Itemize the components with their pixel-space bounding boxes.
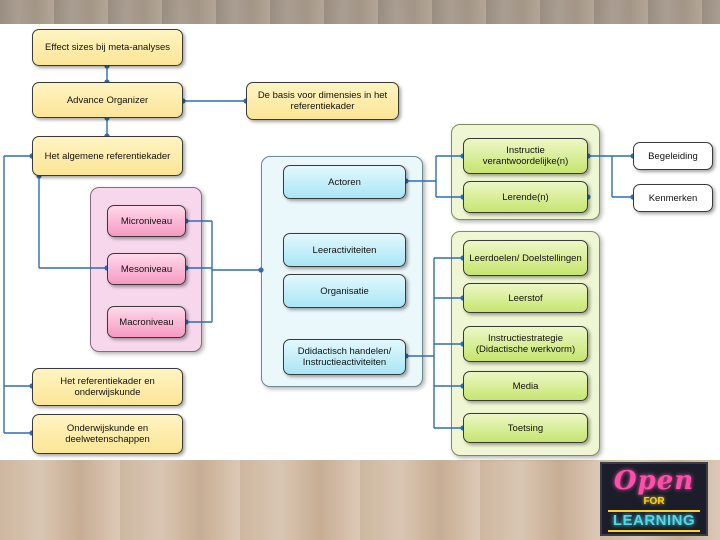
referentiekader-onderwijskunde-box: Het referentiekader en onderwijskunde	[32, 368, 183, 406]
begeleiding-box: Begeleiding	[633, 142, 713, 170]
lerende-box: Lerende(n)	[463, 181, 588, 213]
instructiestrategie-box: Instructiestrategie (Didactische werkvor…	[463, 326, 588, 362]
organisatie-box: Organisatie	[283, 274, 406, 308]
onderwijskunde-deelwetenschappen-box: Onderwijskunde en deelwetenschappen	[32, 414, 183, 454]
advance-organizer-box: Advance Organizer	[32, 82, 183, 118]
logo-open-text: Open	[613, 466, 695, 496]
didactisch-handelen-box: Ddidactisch handelen/ Instructieactivite…	[283, 339, 406, 375]
macroniveau-box: Macroniveau	[107, 306, 186, 338]
kenmerken-box: Kenmerken	[633, 184, 713, 212]
leerstof-box: Leerstof	[463, 283, 588, 313]
mesoniveau-box: Mesoniveau	[107, 253, 186, 285]
actoren-box: Actoren	[283, 165, 406, 199]
algemene-referentiekader-box: Het algemene referentiekader	[32, 136, 183, 176]
logo-learning-text: LEARNING	[608, 510, 700, 532]
leerdoelen-box: Leerdoelen/ Doelstellingen	[463, 240, 588, 276]
microniveau-box: Microniveau	[107, 205, 186, 237]
open-for-learning-logo: Open FOR LEARNING	[600, 462, 708, 536]
toetsing-box: Toetsing	[463, 413, 588, 443]
background-photo-top	[0, 0, 720, 24]
leeractiviteiten-box: Leeractiviteiten	[283, 233, 406, 267]
instructie-verantwoordelijke-box: Instructie verantwoordelijke(n)	[463, 138, 588, 174]
media-box: Media	[463, 371, 588, 401]
logo-for-text: FOR	[643, 496, 665, 507]
basis-dimensies-box: De basis voor dimensies in het referenti…	[246, 82, 399, 120]
effect-sizes-box: Effect sizes bij meta-analyses	[32, 29, 183, 66]
